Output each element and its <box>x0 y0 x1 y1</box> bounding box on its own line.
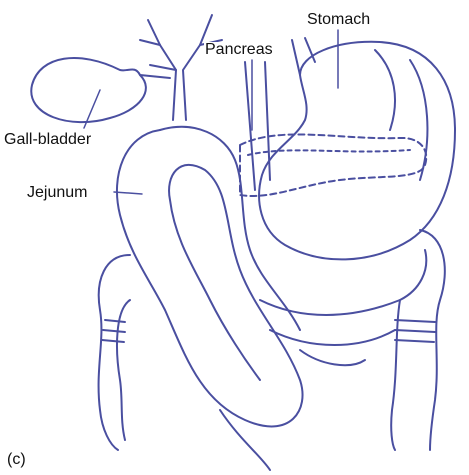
gall-bladder <box>31 58 146 122</box>
pancreas-label: Pancreas <box>204 42 274 58</box>
colon-right <box>420 230 445 450</box>
stomach-label: Stomach <box>306 12 371 28</box>
jejunum <box>117 130 303 426</box>
gall-bladder-label: Gall-bladder <box>3 132 92 148</box>
jejunum-label: Jejunum <box>26 185 88 201</box>
colon-left <box>99 255 130 450</box>
jejunum-leader <box>114 192 142 194</box>
bile-duct <box>140 15 222 120</box>
panel-label: (c) <box>6 452 27 468</box>
